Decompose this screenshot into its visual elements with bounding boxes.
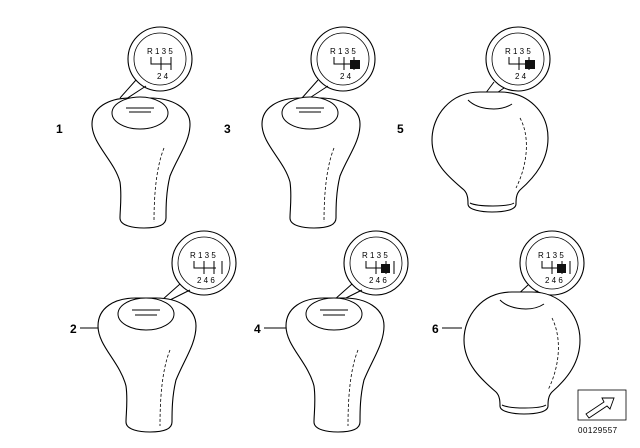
gear-row-top: R 1 3 5 [538, 251, 564, 260]
gear-row-top: R 1 3 5 [147, 47, 173, 56]
gear-knob-classic [91, 97, 191, 229]
knob-cap [305, 297, 363, 331]
item-number-label: 4 [254, 322, 261, 336]
item-number-label: 2 [70, 322, 77, 336]
m-badge [525, 60, 535, 69]
shift-pattern-icon: R 1 3 5 2 4 [147, 47, 173, 81]
m-badge [350, 60, 360, 69]
item-2: 2 R 1 3 5 2 4 6 [70, 230, 237, 433]
reference-block: 00129557 [577, 389, 627, 435]
item-number-label: 6 [432, 322, 439, 336]
gear-row-bottom: 2 4 6 [197, 276, 215, 285]
m-badge [557, 264, 566, 273]
gear-knob-round [431, 91, 549, 213]
gear-row-top: R 1 3 5 [330, 47, 356, 56]
knob-seam [515, 117, 527, 189]
knob-cap [117, 297, 175, 331]
knob-cap [111, 96, 169, 130]
gear-row-top: R 1 3 5 [362, 251, 388, 260]
gear-row-bottom: 2 4 6 [369, 276, 387, 285]
callout-pointer [161, 283, 191, 302]
gear-knob-round [463, 291, 581, 415]
arrow-icon [585, 397, 615, 419]
knob-seam [547, 317, 559, 391]
item-6: 6 R 1 3 5 2 4 6 [432, 230, 585, 415]
item-4: 4 R 1 3 5 2 4 6 [254, 230, 409, 433]
gear-row-bottom: 2 4 [515, 72, 527, 81]
gear-row-top: R 1 3 5 [190, 251, 216, 260]
gear-knob-classic [261, 97, 361, 229]
item-number-label: 3 [224, 122, 231, 136]
knob-seam [153, 147, 165, 223]
gear-row-bottom: 2 4 [157, 72, 169, 81]
item-3: 3 R 1 3 5 2 4 [224, 26, 376, 229]
shift-pattern-icon: R 1 3 5 2 4 [505, 47, 535, 81]
callout-pointer [119, 79, 147, 100]
knob-seam [323, 147, 335, 223]
item-number-label: 1 [56, 122, 63, 136]
shift-pattern-icon: R 1 3 5 2 4 6 [190, 251, 223, 285]
gear-row-top: R 1 3 5 [505, 47, 531, 56]
gear-row-bottom: 2 4 [340, 72, 352, 81]
gear-knob-classic [285, 297, 385, 433]
reference-number: 00129557 [578, 426, 618, 435]
shift-pattern-icon: R 1 3 5 2 4 6 [538, 251, 571, 285]
item-1: 1 R 1 3 5 2 4 [56, 26, 193, 229]
shift-pattern-icon: R 1 3 5 2 4 6 [362, 251, 395, 285]
knob-cap [281, 96, 339, 130]
knob-seam [347, 349, 359, 427]
item-5: 5 R 1 3 5 2 4 [397, 26, 551, 213]
m-badge [381, 264, 390, 273]
gear-row-bottom: 2 4 6 [545, 276, 563, 285]
item-number-label: 5 [397, 122, 404, 136]
gear-knob-classic [97, 297, 197, 433]
shift-pattern-icon: R 1 3 5 2 4 [330, 47, 360, 81]
knob-seam [159, 349, 171, 427]
